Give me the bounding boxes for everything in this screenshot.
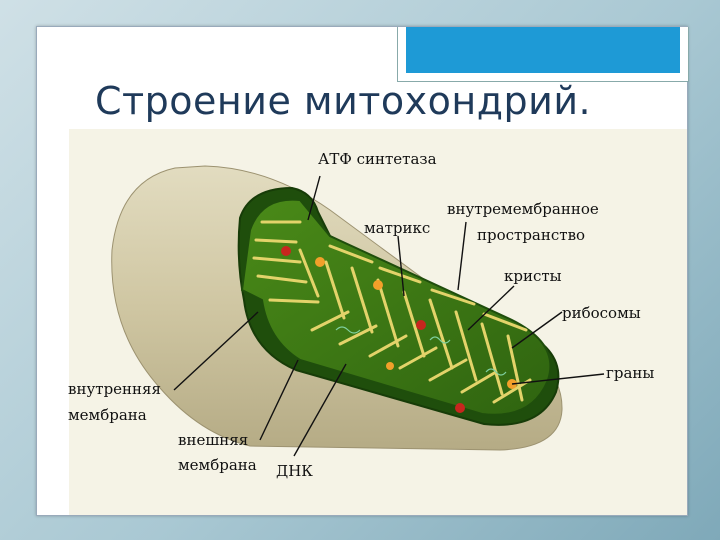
granule — [373, 280, 383, 290]
label-intermembrane-space-2: пространство — [477, 226, 585, 244]
label-granules: граны — [606, 364, 654, 382]
ribosomes-group — [281, 246, 465, 413]
ribosome — [416, 320, 426, 330]
label-dna: ДНК — [276, 462, 313, 480]
label-outer-membrane-1: внешняя — [178, 431, 248, 449]
accent-bar — [397, 27, 689, 82]
granule — [315, 257, 325, 267]
dna-strands — [335, 326, 507, 376]
label-matrix: матрикс — [364, 219, 430, 237]
accent-bar-fill — [406, 27, 680, 73]
granule — [386, 362, 394, 370]
slide-title: Строение митохондрий. — [95, 79, 592, 123]
ribosome — [455, 403, 465, 413]
label-ribosomes: рибосомы — [562, 304, 641, 322]
label-outer-membrane-2: мембрана — [178, 456, 257, 474]
leader-lines — [173, 175, 605, 457]
label-inner-membrane-1: внутренняя — [68, 380, 161, 398]
label-inner-membrane-2: мембрана — [68, 406, 147, 424]
ribosome — [281, 246, 291, 256]
label-atp-synthase: АТФ синтетаза — [318, 150, 437, 168]
label-cristae: кристы — [504, 267, 562, 285]
label-intermembrane-space-1: внутремембранное — [447, 200, 599, 218]
granules-group — [315, 257, 517, 389]
cristae-group — [252, 220, 532, 404]
